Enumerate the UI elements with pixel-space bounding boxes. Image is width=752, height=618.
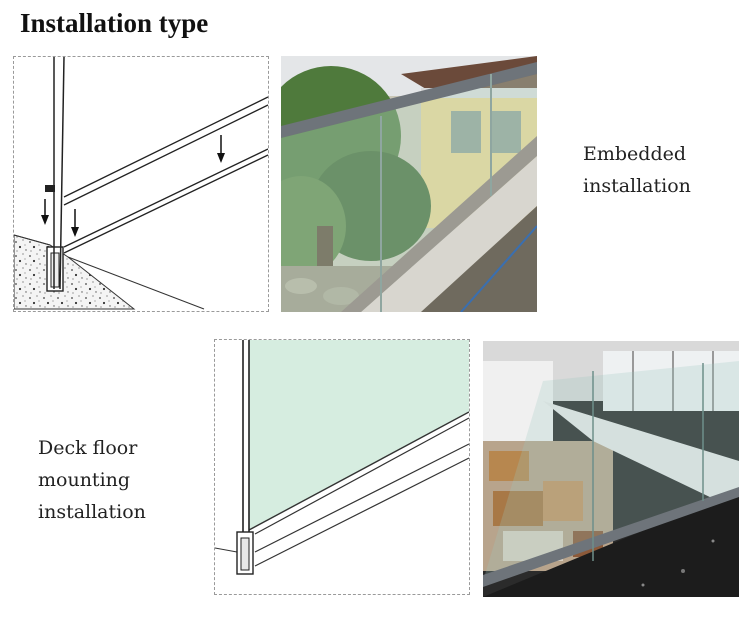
deck-photo bbox=[483, 341, 739, 597]
page-title: Installation type bbox=[20, 8, 209, 38]
caption-line: Deck floor bbox=[38, 437, 138, 459]
embedded-caption: Embedded installation bbox=[583, 138, 691, 202]
caption-line: Embedded bbox=[583, 143, 687, 165]
caption-line: mounting bbox=[38, 469, 131, 491]
caption-line: installation bbox=[38, 501, 146, 523]
caption-line: installation bbox=[583, 175, 691, 197]
embedded-diagram bbox=[13, 56, 269, 312]
deck-diagram bbox=[214, 339, 470, 595]
deck-caption: Deck floor mounting installation bbox=[38, 432, 146, 528]
embedded-photo bbox=[281, 56, 537, 312]
